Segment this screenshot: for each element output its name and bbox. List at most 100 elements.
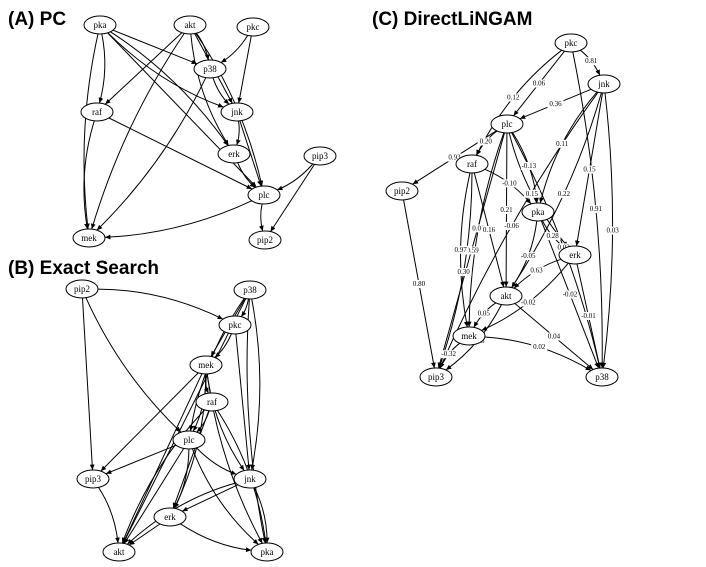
node-label: akt [185, 20, 196, 30]
node-ellipse [83, 15, 117, 35]
edge-pc-akt-to-erk [190, 33, 230, 146]
edge-weight-pka-akt: -0.05 [521, 252, 536, 260]
node-ellipse [65, 279, 99, 299]
node-pc-jnk: jnk [220, 102, 254, 122]
edge-pc-pka-to-raf [98, 33, 106, 104]
edge-pc-raf-to-plc [108, 117, 253, 190]
edge-exact-mek-to-pip3 [100, 372, 199, 472]
edge-pc-jnk-to-plc [239, 120, 262, 187]
edge-exact-plc-to-jnk [196, 447, 237, 475]
edge-pc-erk-to-plc [237, 162, 256, 188]
node-exact-mek: mek [189, 355, 223, 375]
edge-exact-erk-to-pka [180, 523, 252, 553]
node-pc-pkc: pkc [236, 17, 270, 37]
edge-pc-akt-to-raf [104, 32, 183, 105]
edge-weight-raf-pka: -0.10 [502, 179, 517, 187]
edges-layer [82, 29, 614, 553]
edge-weight-bg-pka-p38 [562, 290, 578, 299]
edge-exact-plc-to-erk [174, 448, 190, 509]
node-ellipse [554, 33, 588, 53]
edge-exact-jnk-to-akt [126, 482, 236, 545]
node-label: erk [569, 250, 581, 260]
edge-exact-pip3-to-akt [98, 487, 120, 544]
node-ellipse [385, 181, 419, 201]
node-label: akt [114, 547, 125, 557]
edge-weight-bg-jnk-plc [547, 100, 564, 108]
edge-weight-jnk-pka: 0.11 [556, 140, 568, 148]
node-ellipse [455, 154, 489, 174]
edge-exact-pip2-to-pip3 [82, 297, 95, 471]
edge-weight-bg-pip2-pip3 [411, 280, 427, 288]
node-lingam-jnk: jnk [587, 74, 621, 94]
edge-weight-raf-pip3: 0.30 [457, 268, 470, 276]
node-ellipse [419, 367, 453, 387]
node-pc-pip2: pip2 [248, 230, 282, 250]
node-lingam-raf: raf [455, 154, 489, 174]
node-exact-p38: p38 [233, 280, 267, 300]
edge-pc-jnk-to-erk [236, 120, 241, 146]
edge-pc-pka-to-erk [110, 31, 229, 146]
edge-weight-bg-raf-akt [481, 226, 497, 234]
edge-weight-bg-plc-pip3 [463, 246, 480, 255]
edge-pc-pkc-to-p38 [220, 35, 249, 63]
node-ellipse [193, 59, 227, 79]
edge-exact-p38-to-akt [122, 298, 247, 544]
panel-title-pc: (A) PC [8, 9, 66, 30]
node-label: p38 [243, 285, 257, 295]
node-ellipse [489, 286, 523, 306]
edge-weight-plc-mek: 0.01 [472, 224, 485, 232]
node-ellipse [303, 146, 337, 166]
node-ellipse [558, 245, 592, 265]
node-lingam-p38: p38 [585, 367, 619, 387]
node-label: jnk [597, 79, 610, 89]
edge-weight-jnk-pip3: -0.06 [504, 222, 519, 230]
node-exact-pka: pka [250, 542, 284, 562]
edge-pc-pip3-to-pip2 [270, 164, 315, 232]
node-ellipse [587, 74, 621, 94]
node-ellipse [452, 326, 486, 346]
edge-pc-plc-to-mek [104, 200, 252, 240]
node-label: jnk [230, 107, 243, 117]
edge-weight-bg-erk-mek [520, 298, 537, 307]
node-lingam-mek: mek [452, 326, 486, 346]
node-ellipse [76, 469, 110, 489]
edge-weight-pkc-p38: 0.91 [590, 205, 603, 213]
edge-exact-raf-to-akt [121, 409, 205, 544]
edge-weight-mek-p38: 0.02 [533, 343, 546, 351]
edge-weight-bg-jnk-pip3 [503, 221, 520, 230]
edge-weight-plc-pip3: -0.59 [464, 247, 479, 255]
edge-weight-pip2-pip3: 0.80 [413, 280, 426, 288]
edge-weight-bg-raf-pip3 [455, 268, 472, 276]
node-exact-akt: akt [102, 542, 136, 562]
edge-weight-bg-pka-erk [544, 232, 561, 241]
node-exact-pip3: pip3 [76, 469, 110, 489]
node-ellipse [153, 507, 187, 527]
edge-weight-bg-plc-mek [470, 224, 487, 233]
edge-weight-bg-plc-pka [520, 162, 537, 170]
node-label: pip2 [394, 186, 410, 196]
edge-exact-jnk-to-erk [181, 484, 239, 512]
node-pc-pka: pka [83, 15, 117, 35]
node-label: jnk [243, 474, 256, 484]
edge-weight-mek-pip3: -0.32 [441, 350, 456, 358]
node-ellipse [218, 315, 252, 335]
node-label: plc [259, 190, 270, 200]
node-pc-p38: p38 [193, 59, 227, 79]
node-label: mek [461, 331, 477, 341]
edge-weight-bg-mek-pip3 [440, 350, 457, 359]
edge-weight-jnk-akt: 0.22 [558, 190, 571, 198]
edge-weight-bg-raf-mek [452, 245, 469, 254]
node-ellipse [195, 392, 229, 412]
node-lingam-pka: pka [521, 202, 555, 222]
node-ellipse [250, 542, 284, 562]
edge-weight-erk-akt: 0.63 [530, 267, 543, 275]
edge-pc-pip3-to-plc [276, 163, 314, 191]
edge-exact-raf-to-erk [172, 410, 210, 509]
edge-weight-bg-akt-p38 [546, 332, 562, 341]
edge-weights-layer: 0.810.060.120.910.360.110.220.15-0.060.0… [411, 57, 621, 359]
node-pc-akt: akt [173, 15, 207, 35]
node-ellipse [521, 202, 555, 222]
node-exact-pkc: pkc [218, 315, 252, 335]
node-ellipse [173, 15, 207, 35]
edge-lingam-jnk-to-pip3 [439, 92, 599, 369]
